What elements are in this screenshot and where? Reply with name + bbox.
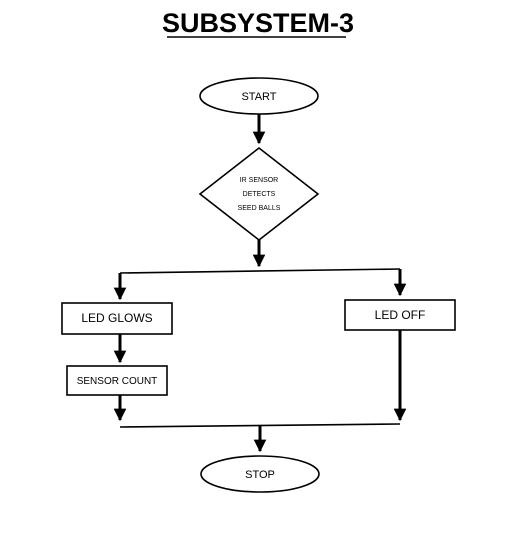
- led-glows-label: LED GLOWS: [81, 311, 152, 325]
- led-off-label: LED OFF: [375, 308, 426, 322]
- decision-line-3: SEED BALLS: [238, 205, 281, 212]
- led-glows-node: LED GLOWS: [61, 302, 173, 335]
- decision-line-1: IR SENSOR: [240, 177, 279, 184]
- led-off-box: [344, 299, 456, 331]
- stop-ellipse: [200, 455, 320, 493]
- sensor-count-box: [66, 365, 168, 396]
- stop-label: STOP: [245, 469, 275, 481]
- sensor-count-node: SENSOR COUNT: [66, 365, 168, 396]
- merge-line: [119, 423, 401, 428]
- start-label: START: [241, 91, 276, 103]
- led-off-node: LED OFF: [344, 299, 456, 331]
- ir-sensor-decision-node: IR SENSOR DETECTS SEED BALLS: [198, 146, 320, 242]
- led-glows-box: [61, 302, 173, 335]
- stop-node: STOP: [200, 455, 320, 493]
- diagram-title: SUBSYSTEM-3: [162, 8, 354, 38]
- split-line: [119, 268, 401, 274]
- sensor-count-label: SENSOR COUNT: [77, 376, 158, 387]
- start-node: START: [199, 77, 319, 115]
- decision-line-2: DETECTS: [243, 191, 276, 198]
